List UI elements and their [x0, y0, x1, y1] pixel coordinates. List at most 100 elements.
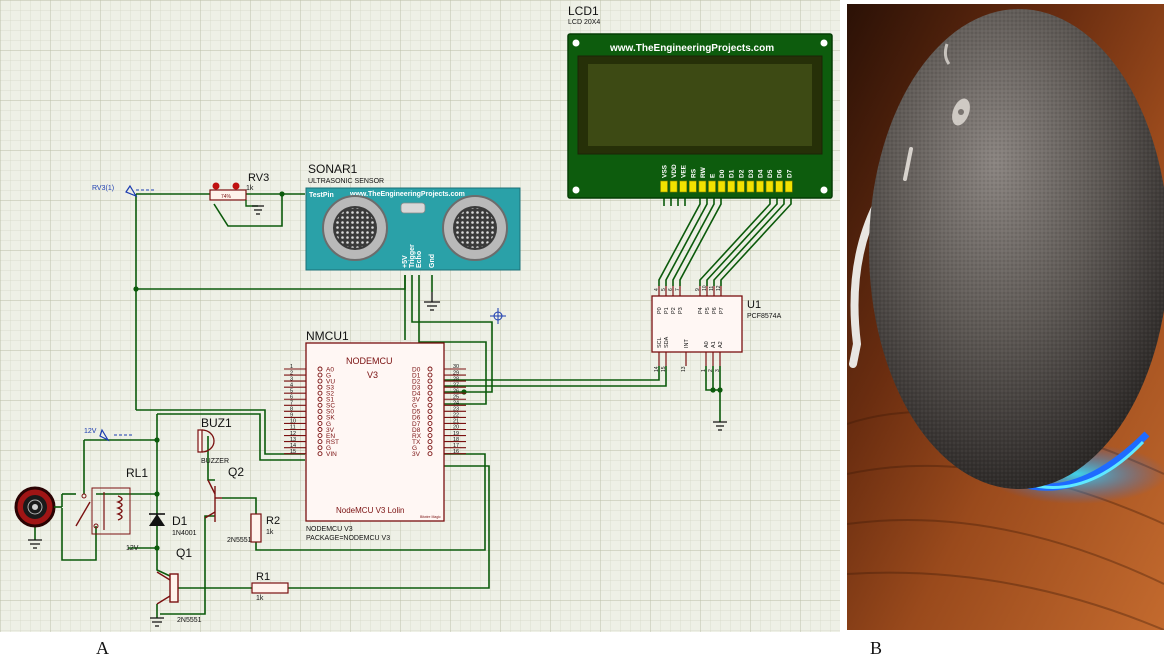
- nmcu1-nodemcu: NMCU1 NODEMCU V3 NodeMCU V3 Lolin Bitwir…: [284, 329, 466, 542]
- nmcu-right-num-2: 28: [453, 376, 459, 382]
- nmcu-left-pin-3: S3: [326, 384, 334, 391]
- nmcu-left-pad-10: [317, 427, 323, 432]
- lcd-pin-label-2: VEE: [681, 164, 688, 178]
- lcd-pin-label-4: RW: [700, 166, 707, 178]
- nmcu-right-pin-7: D5: [412, 409, 421, 416]
- nmcu1-title: NODEMCU: [346, 356, 393, 366]
- pcf-top-pin-2: P2: [671, 307, 677, 314]
- nmcu-left-pin-13: G: [326, 445, 331, 452]
- nmcu-left-pin-8: SK: [326, 415, 335, 422]
- nmcu-left-num-10: 11: [290, 425, 296, 431]
- nmcu-left-num-1: 2: [290, 370, 293, 376]
- nmcu-right-pad-12: [427, 439, 433, 445]
- nmcu-left-num-13: 14: [290, 443, 296, 449]
- nmcu-left-pad-12: [317, 439, 323, 445]
- sonar1-type: ULTRASONIC SENSOR: [308, 178, 384, 185]
- rl1-voltage: 12V: [126, 545, 139, 552]
- nmcu-right-pad-9: [427, 421, 433, 426]
- nmcu-right-pad-13: [427, 445, 433, 451]
- lcd-pin-label-5: E: [710, 173, 717, 178]
- q1-ref: Q1: [176, 546, 192, 560]
- lcd-pin-pad-1: [669, 180, 678, 193]
- pcf-top-num-7: 12: [716, 285, 722, 291]
- pcf-top-num-3: 7: [675, 288, 681, 291]
- lcd-pin-pad-11: [765, 180, 774, 193]
- lcd-pin-label-8: D2: [738, 169, 745, 178]
- lcd-pin-pad-3: [688, 180, 697, 193]
- nmcu-left-pin-14: VIN: [326, 451, 337, 458]
- rv3-center: 74%: [221, 194, 232, 200]
- nmcu-right-pin-8: D6: [412, 415, 421, 422]
- nmcu-left-pin-6: SC: [326, 403, 335, 410]
- nmcu-left-num-2: 3: [290, 376, 293, 382]
- r2-value: 1k: [266, 529, 274, 536]
- rv3-value: 1k: [246, 185, 254, 192]
- pcf-bottom-num-4: 2: [708, 369, 714, 372]
- nmcu-right-pad-10: [427, 427, 433, 432]
- nmcu-left-pad-13: [317, 445, 323, 451]
- pcf-top-num-1: 5: [661, 288, 667, 291]
- pcf-bottom-num-3: 1: [701, 369, 707, 372]
- nmcu1-board-name: NodeMCU V3 Lolin: [336, 506, 404, 515]
- lcd-pin-pad-13: [784, 180, 793, 193]
- lcd-pin-label-6: D0: [719, 169, 726, 178]
- r1-resistor: R1 1k: [251, 571, 289, 602]
- pcf-bottom-num-1: 15: [661, 366, 667, 372]
- r2-ref: R2: [266, 515, 280, 527]
- nmcu-left-num-9: 10: [290, 419, 296, 425]
- lcd-pin-label-12: D6: [777, 169, 784, 178]
- nmcu-left-pad-0: [317, 366, 323, 372]
- nmcu-right-pin-1: D1: [412, 372, 421, 379]
- nmcu-left-num-6: 7: [290, 401, 293, 407]
- pcf-bottom-num-0: 14: [654, 366, 660, 372]
- q1-type: 2N5551: [177, 617, 202, 624]
- nmcu-right-pad-0: [427, 366, 433, 372]
- nmcu-left-num-14: 15: [290, 449, 296, 455]
- pcf-bottom-num-2: 13: [681, 366, 687, 372]
- nmcu-left-pin-11: EN: [326, 433, 335, 440]
- nmcu-left-pad-9: [317, 421, 323, 426]
- pcf-top-pin-5: P5: [705, 307, 711, 314]
- smart-speaker-photo: [846, 4, 1166, 631]
- nmcu-right-num-10: 20: [453, 425, 459, 431]
- r1-ref: R1: [256, 571, 270, 583]
- nmcu-right-pin-4: D4: [412, 391, 421, 398]
- lcd-pin-pad-6: [717, 180, 726, 193]
- dc-motor: [14, 486, 76, 549]
- rv3-terminal-label: RV3(1): [92, 185, 114, 192]
- lcd1-type: LCD 20X4: [568, 19, 600, 26]
- nmcu-left-pin-2: VU: [326, 378, 335, 385]
- nmcu-right-pin-10: D8: [412, 427, 421, 434]
- nmcu-left-pin-7: S0: [326, 409, 334, 416]
- lcd1-display: LCD1 LCD 20X4 www.TheEngineeringProjects…: [567, 4, 833, 199]
- lcd-pin-pad-2: [679, 180, 688, 193]
- nmcu-left-pin-12: RST: [326, 439, 339, 446]
- u1-type: PCF8574A: [747, 313, 782, 320]
- d1-type: 1N4001: [172, 530, 197, 537]
- supply-12v-terminal: 12V: [84, 428, 132, 442]
- nmcu1-version: V3: [367, 370, 378, 380]
- nmcu-right-num-6: 24: [453, 401, 459, 407]
- lcd-pin-pad-9: [746, 180, 755, 193]
- r1-value: 1k: [256, 595, 264, 602]
- nmcu-right-pin-6: G: [412, 403, 417, 410]
- pcf-top-pin-6: P6: [712, 307, 718, 314]
- nmcu-right-pin-14: 3V: [412, 451, 421, 458]
- lcd-pin-label-11: D5: [767, 169, 774, 178]
- sonar1-ref: SONAR1: [308, 162, 358, 176]
- pcf-top-pin-0: P0: [657, 307, 663, 314]
- nmcu-right-pad-11: [427, 433, 433, 438]
- nmcu-right-pin-12: TX: [412, 439, 421, 446]
- nmcu-right-pin-3: D3: [412, 384, 421, 391]
- nmcu-right-pad-8: [427, 414, 433, 420]
- lcd1-ref: LCD1: [568, 4, 599, 18]
- nmcu-right-pin-13: G: [412, 445, 417, 452]
- nmcu-left-pad-11: [317, 433, 323, 438]
- nmcu-right-num-0: 30: [453, 364, 459, 370]
- lcd-pin-pad-12: [775, 180, 784, 193]
- buz1-type: BUZZER: [201, 458, 229, 465]
- nmcu-left-pad-3: [317, 384, 323, 390]
- nmcu-right-num-11: 19: [453, 431, 459, 437]
- pcf-bottom-pin-5: A2: [718, 341, 724, 348]
- pcf-bottom-pin-4: A1: [711, 341, 717, 348]
